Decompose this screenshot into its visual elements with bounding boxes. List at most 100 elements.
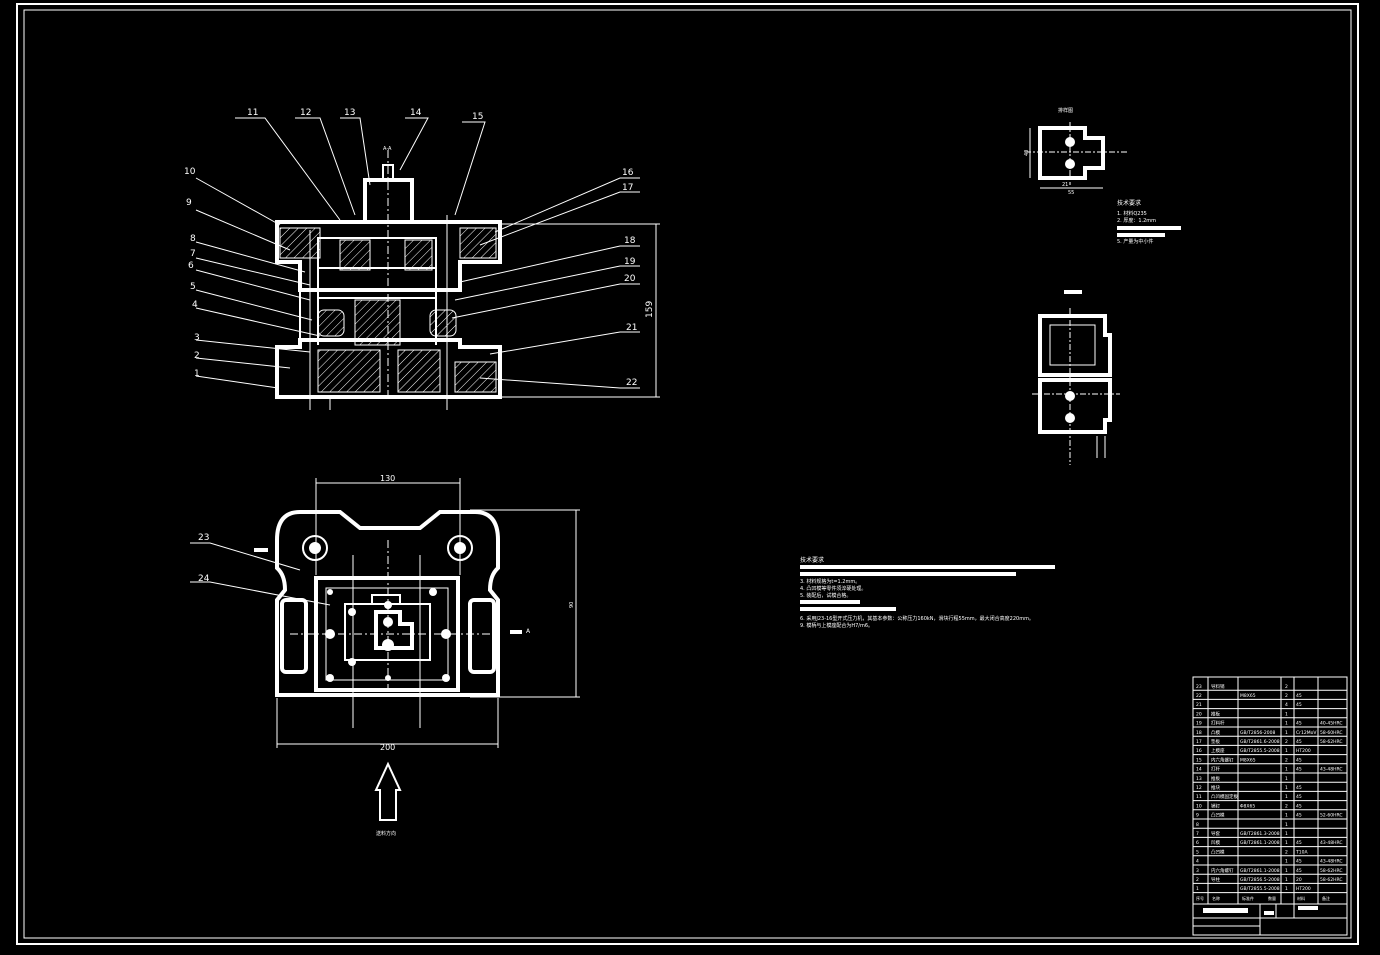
- tech-main-line-9: 9. 模柄与上模座配合为H7/m6。: [800, 622, 873, 629]
- bom-cell-no: 12: [1196, 785, 1202, 791]
- bom-cell-note: 58-62HRC: [1320, 739, 1343, 745]
- part-label-3: 3: [194, 333, 200, 343]
- part-label-17: 17: [622, 183, 633, 193]
- bom-cell-qty: 1: [1285, 822, 1288, 828]
- part-label-23: 23: [198, 533, 209, 543]
- bom-cell-note: 43-48HRC: [1320, 859, 1343, 865]
- bom-cell-name: 凸凹模: [1211, 812, 1225, 819]
- bom-cell-qty: 1: [1285, 794, 1288, 800]
- part-label-20: 20: [624, 274, 636, 284]
- bom-cell-std: GB/T2855.5-2008: [1240, 748, 1280, 754]
- bom-cell-qty: 2: [1285, 849, 1288, 855]
- bom-cell-no: 9: [1196, 813, 1199, 819]
- tech-requirements-right: 技术要求 1. 材料Q235 2. 厚度：1.2mm 5. 产量为中小件: [1117, 199, 1181, 245]
- bom-cell-mat: HT200: [1296, 886, 1311, 892]
- strip-dim-55: 55: [1068, 190, 1074, 196]
- part-label-9: 9: [186, 198, 192, 208]
- bom-cell-qty: 1: [1285, 831, 1288, 837]
- bom-cell-mat: 45: [1296, 785, 1302, 791]
- bom-cell-mat: 45: [1296, 693, 1302, 699]
- bom-cell-mat: 45: [1296, 757, 1302, 763]
- part-label-13: 13: [344, 108, 355, 118]
- bom-cell-name: 导柱: [1211, 876, 1220, 883]
- bom-header-name: 名称: [1212, 895, 1220, 901]
- bom-cell-name: 推板: [1211, 775, 1220, 782]
- tech-right-line-3: 5. 产量为中小件: [1117, 238, 1153, 245]
- tech-title-main: 技术要求: [800, 556, 824, 564]
- bom-cell-no: 6: [1196, 840, 1199, 846]
- bom-cell-no: 19: [1196, 721, 1202, 727]
- bom-cell-note: 58-62HRC: [1320, 868, 1343, 874]
- strip-layout: 排样图 40 55 21: [1024, 107, 1128, 196]
- bom-cell-std: GB/T2855.5-2008: [1240, 886, 1280, 892]
- tech-main-line-5: 5. 装配后，试模合格。: [800, 592, 851, 599]
- part-label-11: 11: [247, 108, 258, 118]
- bom-cell-note: 58-62HRC: [1320, 877, 1343, 883]
- bom-cell-no: 2: [1196, 877, 1199, 883]
- bom-cell-no: 13: [1196, 776, 1202, 782]
- dim-width-200: 200: [380, 743, 395, 752]
- bom-cell-name: 内六角螺钉: [1211, 756, 1234, 763]
- bom-cell-note: 58-60HRC: [1320, 730, 1343, 736]
- bom-cell-qty: 1: [1285, 877, 1288, 883]
- strip-title: 排样图: [1058, 107, 1073, 114]
- tech-main-line-6: 6. 采用J23-16型开式压力机，其基本参数：公称压力160kN，滑块行程55…: [800, 615, 1034, 622]
- bom-cell-no: 20: [1196, 711, 1202, 717]
- feed-direction-arrow: [374, 761, 402, 821]
- bom-cell-qty: 4: [1285, 702, 1288, 708]
- bom-cell-mat: 20: [1296, 877, 1302, 883]
- tech-right-line-2: 2. 厚度：1.2mm: [1117, 217, 1156, 224]
- bom-cell-note: 43-48HRC: [1320, 840, 1343, 846]
- bom-cell-mat: 45: [1296, 859, 1302, 865]
- bom-cell-qty: 1: [1285, 785, 1288, 791]
- part-label-16: 16: [622, 168, 634, 178]
- part-label-10: 10: [184, 167, 196, 177]
- part-label-21: 21: [626, 323, 637, 333]
- bom-cell-no: 17: [1196, 739, 1202, 745]
- bom-cell-qty: 2: [1285, 803, 1288, 809]
- bom-cell-no: 8: [1196, 822, 1199, 828]
- bom-cell-qty: 1: [1285, 767, 1288, 773]
- bom-cell-qty: 1: [1285, 730, 1288, 736]
- bom-cell-name: 凹模: [1211, 839, 1220, 846]
- bom-cell-std: GB/T2856.5-2008: [1240, 877, 1280, 883]
- bom-header-std: 标准件: [1242, 895, 1254, 901]
- inner-frame: [23, 9, 1352, 939]
- bom-cell-std: M8X65: [1240, 693, 1256, 699]
- bom-cell-name: 垫板: [1211, 738, 1220, 745]
- tech-title-right: 技术要求: [1117, 199, 1141, 207]
- part-label-7: 7: [190, 249, 196, 259]
- bom-cell-qty: 1: [1285, 748, 1288, 754]
- bom-cell-std: Φ8X65: [1240, 803, 1255, 809]
- part-label-24: 24: [198, 574, 210, 584]
- bom-cell-name: 导套: [1211, 830, 1220, 837]
- strip-dim-21: 21: [1062, 182, 1068, 188]
- tech-requirements-main: 技术要求 3. 材料规格为t=1.2mm。 4. 凸凹模等零件须淬硬处理。 5.…: [800, 556, 1055, 629]
- part-label-18: 18: [624, 236, 636, 246]
- bom-cell-note: 52-60HRC: [1320, 813, 1343, 819]
- bom-cell-mat: T10A: [1295, 849, 1308, 855]
- bom-cell-name: 推板: [1211, 710, 1220, 717]
- bom-cell-no: 18: [1196, 730, 1202, 736]
- bom-cell-name: 导料销: [1211, 683, 1225, 690]
- bom-cell-no: 7: [1196, 831, 1199, 837]
- bom-cell-mat: Cr12MoV: [1296, 730, 1317, 736]
- bom-cell-mat: HT200: [1296, 748, 1311, 754]
- bom-cell-no: 3: [1196, 868, 1199, 874]
- bom-cell-mat: 45: [1296, 813, 1302, 819]
- bom-cell-mat: 45: [1296, 840, 1302, 846]
- part-label-2: 2: [194, 351, 200, 361]
- part-label-15: 15: [472, 112, 483, 122]
- bom-cell-no: 16: [1196, 748, 1202, 754]
- tech-main-line-4: 4. 凸凹模等零件须淬硬处理。: [800, 585, 866, 592]
- part-drawing: [1032, 290, 1120, 465]
- bom-cell-no: 14: [1196, 767, 1202, 773]
- bom-cell-no: 23: [1196, 684, 1202, 690]
- bom-cell-name: 凸凹模固定板: [1211, 793, 1238, 800]
- bom-cell-mat: 45: [1296, 868, 1302, 874]
- bom-cell-mat: 45: [1296, 721, 1302, 727]
- section-arrow-label: A: [526, 628, 531, 635]
- bom-cell-qty: 2: [1285, 739, 1288, 745]
